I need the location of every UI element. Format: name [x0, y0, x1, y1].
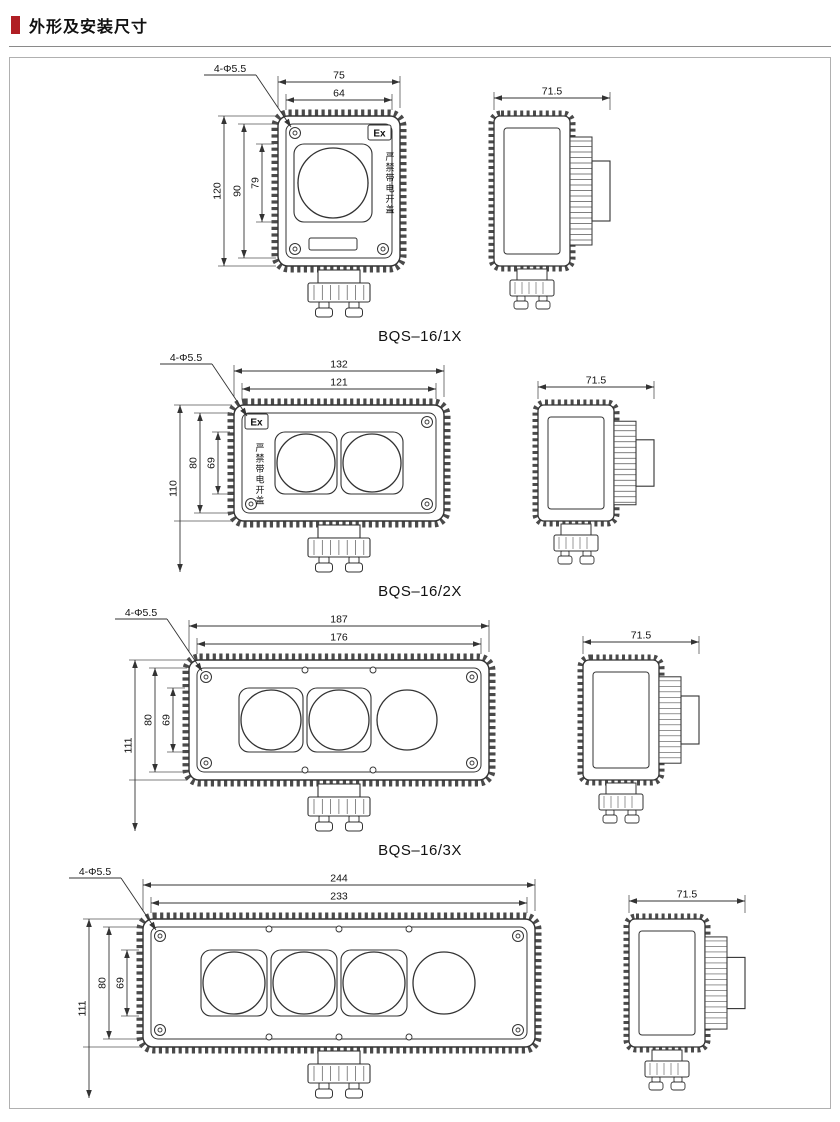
- dim-label: 121: [330, 377, 348, 389]
- header-divider: [9, 46, 831, 47]
- front-view-container: Ex 严禁带电开盖 132 121 110 80 69 4-Φ5.5: [146, 351, 462, 583]
- dim-label: 90: [232, 185, 244, 197]
- dim-label: 176: [330, 632, 348, 644]
- side-view-drawing: 71.5: [532, 375, 655, 565]
- hole-note: 4-Φ5.5: [125, 607, 157, 619]
- cable-gland: [644, 1049, 690, 1091]
- hole-note: 4-Φ5.5: [214, 63, 246, 75]
- socket-opening: [412, 951, 476, 1015]
- variant-caption: BQS–16/1X: [378, 328, 462, 345]
- socket-opening: [293, 143, 373, 223]
- front-view-container: 187 176 111 80 69 4-Φ5.5: [101, 606, 507, 842]
- dim-label: 69: [206, 457, 218, 469]
- dim-label: 69: [115, 977, 127, 989]
- dim-label: 110: [168, 480, 180, 497]
- socket-opening: [274, 431, 338, 495]
- dim-label: 80: [143, 714, 155, 726]
- dim-label: 111: [123, 737, 135, 753]
- hole-note: 4-Φ5.5: [170, 352, 202, 364]
- socket-opening: [238, 687, 304, 753]
- side-view-drawing: 71.5: [577, 630, 700, 824]
- dim-label: 64: [333, 88, 345, 100]
- front-view-drawing: 187 176 111 80 69 4-Φ5.5: [115, 607, 496, 832]
- dim-label: 71.5: [631, 630, 652, 642]
- variant-caption: BQS–16/2X: [378, 583, 462, 600]
- side-view-container: 71.5: [508, 351, 694, 583]
- dim-label: 71.5: [542, 86, 563, 98]
- socket-opening: [376, 689, 438, 751]
- side-view-container: 71.5: [464, 62, 650, 328]
- dim-label: 69: [161, 714, 173, 726]
- socket-opening: [200, 949, 268, 1017]
- ex-label: Ex: [250, 418, 263, 429]
- front-view-drawing: Ex 严禁带电开盖 132 121 110 80 69 4-Φ5.5: [160, 352, 451, 573]
- warning-text: 严禁带电开盖: [255, 443, 264, 506]
- title-accent-bar: [11, 16, 20, 34]
- hole-note: 4-Φ5.5: [79, 866, 111, 878]
- cable-gland: [598, 782, 644, 824]
- side-view-drawing: 71.5: [623, 889, 746, 1091]
- cable-gland: [307, 1050, 371, 1099]
- warning-text: 严禁带电开盖: [385, 152, 394, 215]
- dim-label: 120: [212, 182, 224, 200]
- dim-label: 71.5: [586, 375, 607, 387]
- dim-label: 111: [77, 1000, 89, 1016]
- side-view-container: 71.5: [599, 865, 785, 1108]
- socket-opening: [306, 687, 372, 753]
- ribbed-edge: [227, 398, 451, 528]
- cable-gland: [307, 524, 371, 573]
- dim-label: 233: [330, 891, 348, 903]
- section-bqs-16-1x: Ex 严禁带电开盖 75 64 120 90 79 4-Φ5.5 71.5 BQS–16/1X: [10, 62, 830, 351]
- dim-label: 187: [330, 614, 348, 626]
- cable-gland: [553, 523, 599, 565]
- section-bqs-16-3x: 187 176 111 80 69 4-Φ5.5 71.5 BQS–16/3X: [10, 606, 830, 865]
- dim-label: 80: [188, 457, 200, 469]
- front-view-container: 244 233 111 80 69 4-Φ5.5: [55, 865, 553, 1108]
- cable-gland: [307, 269, 371, 318]
- variant-caption: BQS–16/3X: [378, 842, 462, 859]
- dim-label: 132: [330, 359, 348, 371]
- socket-opening: [270, 949, 338, 1017]
- socket-opening: [340, 431, 404, 495]
- front-view-container: Ex 严禁带电开盖 75 64 120 90 79 4-Φ5.5: [190, 62, 418, 328]
- front-view-drawing: 244 233 111 80 69 4-Φ5.5: [69, 866, 542, 1099]
- dim-label: 244: [330, 873, 348, 885]
- side-view-container: 71.5: [553, 606, 739, 842]
- ex-label: Ex: [373, 129, 386, 140]
- dim-label: 75: [333, 70, 345, 82]
- socket-opening: [340, 949, 408, 1017]
- cable-gland: [307, 783, 371, 832]
- page-title: 外形及安装尺寸: [29, 19, 149, 36]
- drawing-frame: Ex 严禁带电开盖 75 64 120 90 79 4-Φ5.5 71.5 BQS–16/1X…: [9, 57, 831, 1109]
- section-bqs-16-2x: Ex 严禁带电开盖 132 121 110 80 69 4-Φ5.5 71.5 BQS–16/…: [10, 351, 830, 606]
- dim-label: 80: [97, 977, 109, 989]
- side-view-drawing: 71.5: [488, 86, 611, 310]
- cable-gland: [509, 268, 555, 310]
- front-view-drawing: Ex 严禁带电开盖 75 64 120 90 79 4-Φ5.5: [204, 63, 407, 318]
- page-header: 外形及安装尺寸: [0, 0, 840, 46]
- dim-label: 79: [250, 177, 262, 189]
- dim-label: 71.5: [677, 889, 698, 901]
